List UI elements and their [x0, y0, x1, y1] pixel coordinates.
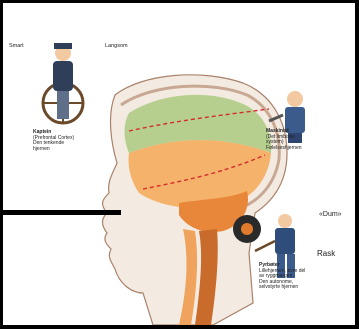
dumb-label: «Dum»	[319, 211, 342, 218]
stoker-line: selvstyrte hjernen	[259, 285, 305, 291]
black-divider-bar	[3, 210, 121, 215]
slow-label: Langsom	[105, 43, 128, 49]
captain-label: Kaptein (Prefrontal Cortex) Den tenkende…	[33, 130, 74, 152]
fast-label: Rask	[317, 249, 335, 258]
captain-figure	[43, 43, 83, 123]
stoker-label: Pyrbøter Lillehjernen, øvre del av ryggm…	[259, 263, 305, 291]
engineer-line: Følelseshjernen	[266, 146, 302, 152]
diagram-panel: Smart Langsom Kaptein (Prefrontal Cortex…	[3, 3, 355, 325]
smart-label: Smart	[9, 43, 24, 49]
engineer-label: Maskinist (Det limbiske system) Følelses…	[266, 129, 302, 151]
captain-line: hjernen	[33, 147, 74, 153]
